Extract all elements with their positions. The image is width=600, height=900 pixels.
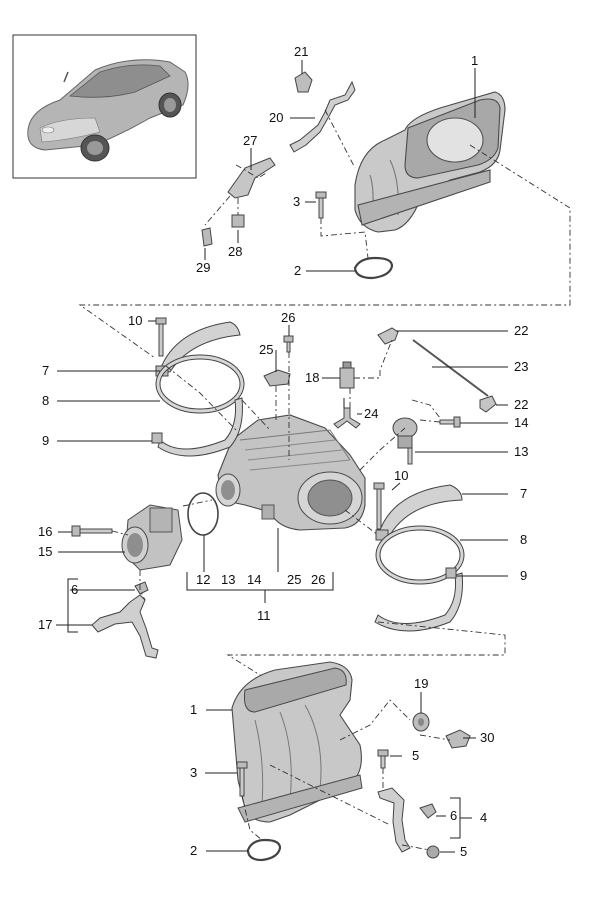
grommet-part-19 <box>412 712 430 732</box>
screw-part-26 <box>283 335 294 353</box>
nut-part-28 <box>231 214 245 228</box>
label-part-9-right: 9 <box>520 568 527 583</box>
bolt-part-10-right <box>373 482 385 530</box>
connector-part-22-top <box>377 327 399 345</box>
intake-plenum-part-11 <box>215 414 366 531</box>
label-part-6-left: 6 <box>71 582 78 597</box>
label-part-10-right: 10 <box>394 468 408 483</box>
label-part-6-right: 6 <box>450 808 457 823</box>
gasket-part-2-top <box>353 256 394 280</box>
label-part-30: 30 <box>480 730 494 745</box>
label-part-10-left: 10 <box>128 313 142 328</box>
bolt-part-10-left <box>155 317 167 357</box>
label-part-24: 24 <box>364 406 378 421</box>
intake-manifold-bottom <box>231 661 363 823</box>
label-part-5-top: 5 <box>412 748 419 763</box>
label-part-2-bottom: 2 <box>190 843 197 858</box>
label-part-29: 29 <box>196 260 210 275</box>
bracket-part-20 <box>289 80 356 153</box>
valve-part-18 <box>339 361 355 389</box>
clamp-band-part-8-left <box>155 354 245 414</box>
label-part-8-right: 8 <box>520 532 527 547</box>
label-part-4: 4 <box>480 810 487 825</box>
label-part-7-right: 7 <box>520 486 527 501</box>
screw-part-29 <box>201 227 213 247</box>
label-part-3-bottom: 3 <box>190 765 197 780</box>
bottom-leader-lines <box>205 692 476 853</box>
label-part-15: 15 <box>38 544 52 559</box>
middle-leader-lines <box>56 320 508 681</box>
label-part-16: 16 <box>38 524 52 539</box>
label-part-7-left: 7 <box>42 363 49 378</box>
connector-part-22-right <box>479 395 497 413</box>
label-part-22-top: 22 <box>514 323 528 338</box>
gasket-part-2-bottom <box>246 838 282 862</box>
throttle-body-part-15 <box>121 504 183 571</box>
label-part-2-top: 2 <box>294 263 301 278</box>
bolt-part-16 <box>71 525 113 537</box>
bracket-part-4 <box>377 787 411 853</box>
label-part-18: 18 <box>305 370 319 385</box>
label-part-26-top: 26 <box>281 310 295 325</box>
label-part-21: 21 <box>294 44 308 59</box>
clamp-part-9-right <box>374 567 463 632</box>
label-part-17: 17 <box>38 617 52 632</box>
label-part-3-top: 3 <box>293 194 300 209</box>
vehicle-thumbnail <box>12 34 197 179</box>
label-part-1-top: 1 <box>471 53 478 68</box>
label-part-23: 23 <box>514 359 528 374</box>
top-leader-lines <box>78 60 571 359</box>
screw-part-14 <box>439 416 461 428</box>
intake-manifold-top <box>354 91 506 233</box>
hose-part-23 <box>412 339 489 397</box>
nut-part-5-bottom <box>426 845 440 859</box>
clip-part-6-bottom <box>419 803 437 819</box>
label-part-27: 27 <box>243 133 257 148</box>
label-part-8-left: 8 <box>42 393 49 408</box>
bolt-part-5-top <box>377 749 389 769</box>
o-ring-part-12 <box>187 492 219 536</box>
clamp-part-9-left <box>151 397 243 457</box>
bracket-part-17 <box>91 581 159 659</box>
bracket-part-27 <box>227 157 276 199</box>
label-part-11: 11 <box>257 608 271 623</box>
label-part-25-left: 25 <box>259 342 273 357</box>
part-labels: 1 21 20 27 3 29 28 2 10 26 22 7 25 23 18… <box>38 44 528 859</box>
label-part-1-bottom: 1 <box>190 702 197 717</box>
t-piece-part-24 <box>333 407 361 429</box>
actuator-part-13 <box>392 417 418 465</box>
bolt-part-3-top <box>315 191 327 219</box>
clip-part-21 <box>294 71 313 93</box>
label-part-22-right: 22 <box>514 397 528 412</box>
label-part-25-group: 25 <box>287 572 301 587</box>
car-image <box>27 59 189 162</box>
label-part-19: 19 <box>414 676 428 691</box>
label-part-14: 14 <box>514 415 528 430</box>
clamp-band-part-8-right <box>375 525 465 585</box>
label-part-5-bottom: 5 <box>460 844 467 859</box>
label-part-14-group: 14 <box>247 572 261 587</box>
sensor-part-25 <box>263 369 291 387</box>
label-part-26-group: 26 <box>311 572 325 587</box>
label-part-28: 28 <box>228 244 242 259</box>
label-part-13-group: 13 <box>221 572 235 587</box>
clamp-part-7-right <box>375 484 463 541</box>
label-part-20: 20 <box>269 110 283 125</box>
label-part-12: 12 <box>196 572 210 587</box>
sensor-part-30 <box>445 729 471 749</box>
label-part-9-left: 9 <box>42 433 49 448</box>
label-part-13: 13 <box>514 444 528 459</box>
